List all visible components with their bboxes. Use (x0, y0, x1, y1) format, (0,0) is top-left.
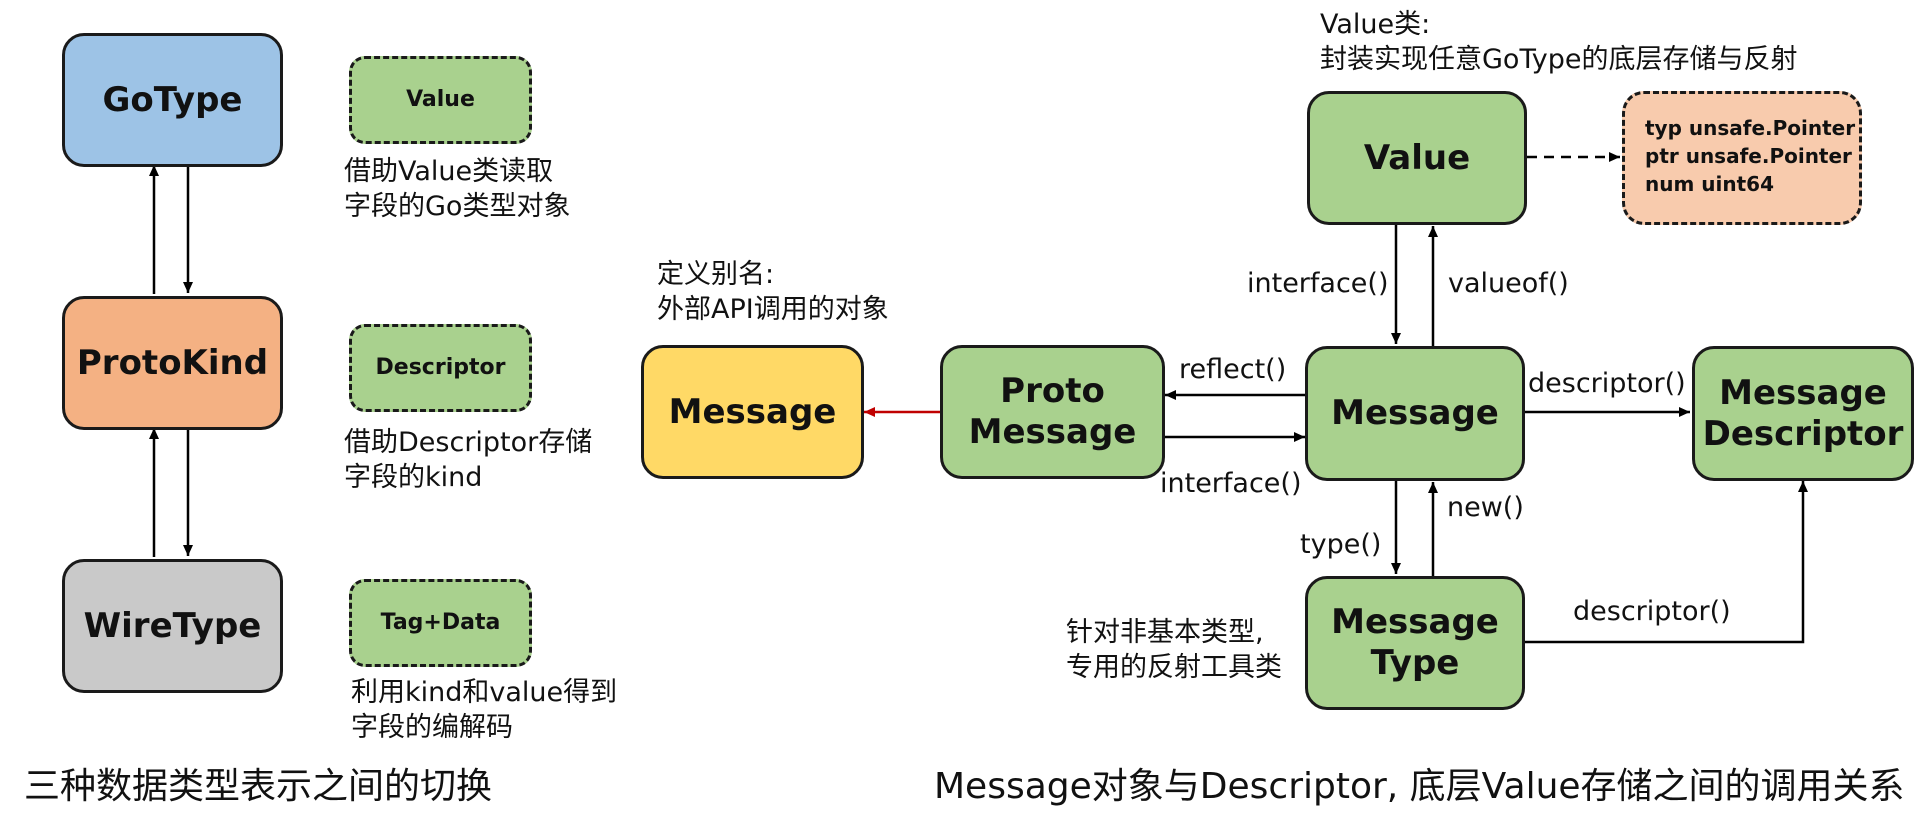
alias-note-line: 定义别名: (657, 259, 775, 290)
message-type-node: Message Type (1305, 576, 1525, 710)
type-note-line: 针对非基本类型, (1066, 617, 1264, 648)
value-note-line: 借助Value类读取 (344, 156, 554, 187)
message-api-label: Message (668, 391, 837, 432)
value-node: Value (1307, 91, 1527, 225)
alias-note-line: 外部API调用的对象 (657, 293, 889, 325)
type-note-line: 专用的反射工具类 (1066, 651, 1282, 683)
value-field-line: typ unsafe.Pointer (1645, 116, 1856, 140)
protokind-node: ProtoKind (62, 296, 283, 430)
left-caption: 三种数据类型表示之间的切换 (24, 766, 493, 807)
protokind-label: ProtoKind (76, 342, 269, 383)
message-api-node: Message (641, 345, 864, 479)
value-class-note: Value类: 封装实现任意GoType的底层存储与反射 (1320, 8, 1797, 77)
edge-label-descriptor-md: descriptor() (1528, 368, 1686, 399)
descriptor-note: 借助Descriptor存储 字段的kind (344, 426, 592, 495)
tagdata-tag-label: Tag+Data (380, 609, 501, 635)
alias-note: 定义别名: 外部API调用的对象 (657, 258, 889, 327)
arrow-descriptor-mt (1525, 481, 1808, 644)
message-type-line: Message (1331, 602, 1499, 643)
edge-label-descriptor-mt: descriptor() (1573, 596, 1731, 627)
tagdata-tag: Tag+Data (349, 579, 532, 667)
edge-label-new: new() (1447, 492, 1524, 523)
value-class-note-line: Value类: (1320, 9, 1431, 40)
message-descriptor-line: Message (1719, 372, 1887, 413)
gotype-label: GoType (102, 79, 243, 120)
tagdata-note: 利用kind和value得到 字段的编解码 (351, 676, 617, 745)
message-type-line: Type (1370, 643, 1460, 683)
value-note-line: 字段的Go类型对象 (344, 190, 571, 222)
edge-label-interface-v: interface() (1247, 268, 1389, 299)
value-fields-box: typ unsafe.Pointer ptr unsafe.Pointer nu… (1622, 91, 1862, 225)
gotype-node: GoType (62, 33, 283, 167)
value-field-line: num uint64 (1645, 172, 1775, 196)
value-label: Value (1363, 137, 1471, 178)
edge-label-type: type() (1300, 529, 1382, 560)
message-descriptor-node: Message Descriptor (1692, 346, 1914, 481)
value-field-line: ptr unsafe.Pointer (1645, 144, 1852, 168)
edge-label-valueof: valueof() (1448, 268, 1569, 299)
edge-label-interface-pm: interface() (1160, 468, 1302, 499)
wiretype-label: WireType (83, 605, 262, 646)
tagdata-note-line: 字段的编解码 (351, 711, 513, 743)
proto-message-node: Proto Message (940, 345, 1165, 479)
descriptor-tag: Descriptor (349, 324, 532, 412)
descriptor-tag-label: Descriptor (375, 354, 506, 380)
descriptor-note-line: 字段的kind (344, 461, 483, 493)
message-node: Message (1305, 346, 1525, 481)
edge-label-reflect: reflect() (1179, 354, 1287, 385)
descriptor-note-line: 借助Descriptor存储 (344, 427, 593, 458)
right-caption: Message对象与Descriptor, 底层Value存储之间的调用关系 (934, 766, 1905, 807)
message-descriptor-line: Descriptor (1702, 413, 1904, 454)
value-tag-label: Value (406, 86, 475, 112)
value-tag: Value (349, 56, 532, 144)
value-class-note-line: 封装实现任意GoType的底层存储与反射 (1320, 43, 1798, 75)
value-note: 借助Value类读取 字段的Go类型对象 (344, 155, 570, 224)
wiretype-node: WireType (62, 559, 283, 693)
message-label: Message (1331, 393, 1499, 434)
proto-message-line: Message (968, 412, 1137, 452)
type-note: 针对非基本类型, 专用的反射工具类 (1066, 616, 1282, 685)
tagdata-note-line: 利用kind和value得到 (351, 677, 618, 708)
proto-message-line: Proto (1000, 371, 1105, 412)
